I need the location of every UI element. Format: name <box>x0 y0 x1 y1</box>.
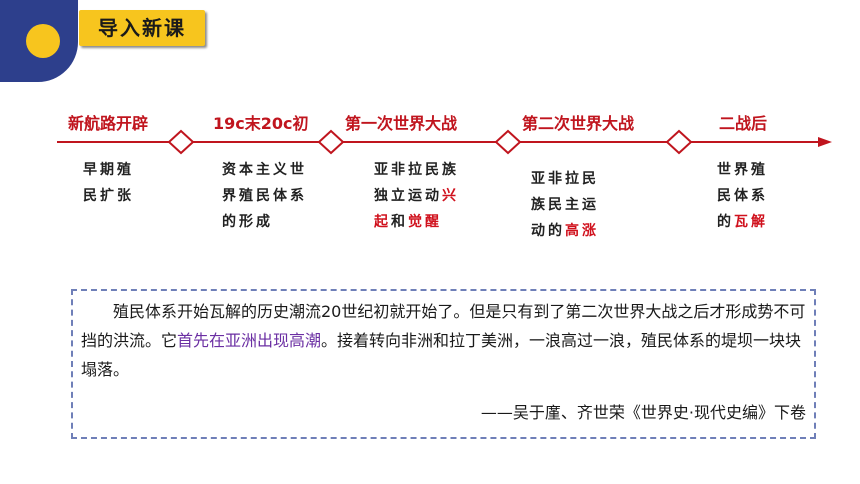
period-label-4: 第二次世界大战 <box>522 114 635 133</box>
quote-source: ——吴于廑、齐世荣《世界史·现代史编》下卷 <box>480 403 806 422</box>
timeline-node-1 <box>167 129 195 155</box>
period-description-5: 世界殖 民体系 的瓦解 <box>717 162 768 230</box>
period-label-3: 第一次世界大战 <box>345 114 458 133</box>
corner-decoration <box>0 0 78 82</box>
quote-highlight: 首先在亚洲出现高潮 <box>177 331 322 350</box>
period-description-3: 亚非拉民族 独立运动兴 起和觉醒 <box>374 162 459 230</box>
period-description-1: 早期殖 民扩张 <box>83 162 134 204</box>
section-title-badge: 导入新课 <box>79 10 205 46</box>
period-label-5: 二战后 <box>719 114 768 133</box>
period-description-4: 亚非拉民 族民主运 动的高涨 <box>531 171 599 239</box>
timeline-node-2 <box>317 129 345 155</box>
period-description-2: 资本主义世 界殖民体系 的形成 <box>222 162 307 230</box>
period-label-1: 新航路开辟 <box>68 114 149 133</box>
timeline-arrow-icon <box>818 137 832 147</box>
quote-text: 殖民体系开始瓦解的历史潮流20世纪初就开始了。但是只有到了第二次世界大战之后才形… <box>81 302 806 379</box>
period-label-2: 19c末20c初 <box>213 114 309 133</box>
yellow-dot-icon <box>26 24 60 58</box>
timeline-node-3 <box>494 129 522 155</box>
section-title: 导入新课 <box>98 16 186 40</box>
quote-box: 殖民体系开始瓦解的历史潮流20世纪初就开始了。但是只有到了第二次世界大战之后才形… <box>71 289 816 439</box>
timeline-node-4 <box>665 129 693 155</box>
